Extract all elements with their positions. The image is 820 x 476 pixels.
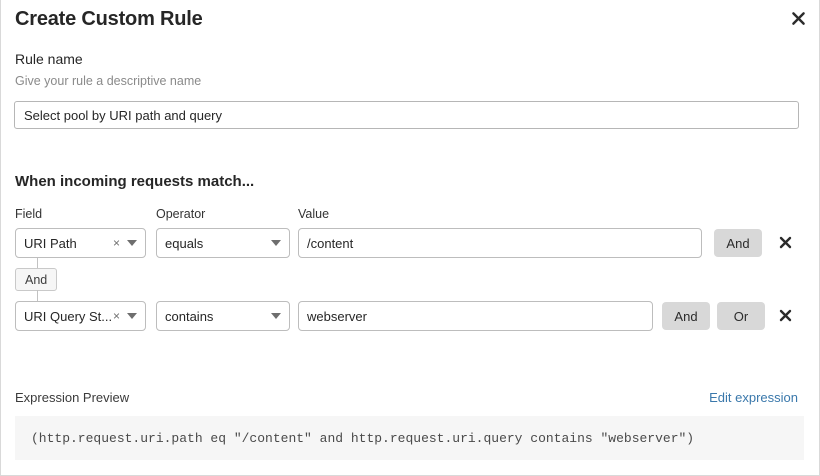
operator-select-1-value: equals	[165, 235, 204, 251]
close-icon	[779, 236, 791, 248]
rule-name-label: Rule name	[15, 51, 83, 67]
field-select-2-icons: ×	[113, 310, 137, 322]
group-connector-line-top	[37, 258, 38, 269]
field-select-2[interactable]: URI Query St... ×	[15, 301, 146, 331]
field-select-1-icons: ×	[113, 237, 137, 249]
edit-expression-link[interactable]: Edit expression	[709, 390, 798, 405]
clear-field-icon[interactable]: ×	[112, 309, 120, 323]
operator-select-2[interactable]: contains	[156, 301, 290, 331]
conditions-heading: When incoming requests match...	[15, 173, 255, 190]
close-icon	[779, 309, 791, 321]
close-icon	[791, 11, 805, 25]
value-input-2[interactable]	[298, 301, 653, 331]
column-label-value: Value	[298, 207, 330, 221]
field-select-1-value: URI Path	[24, 235, 77, 251]
dialog-title: Create Custom Rule	[15, 8, 203, 30]
close-dialog-button[interactable]	[786, 6, 810, 30]
operator-select-1[interactable]: equals	[156, 228, 290, 258]
add-or-condition-button-2[interactable]: Or	[717, 302, 765, 330]
clear-field-icon[interactable]: ×	[112, 236, 120, 250]
rule-name-hint: Give your rule a descriptive name	[15, 74, 202, 88]
add-and-condition-button-2[interactable]: And	[662, 302, 710, 330]
chevron-down-icon[interactable]	[271, 313, 281, 319]
value-input-1[interactable]	[298, 228, 702, 258]
column-label-operator: Operator	[156, 207, 206, 221]
column-label-field: Field	[15, 207, 43, 221]
expression-preview-label: Expression Preview	[15, 390, 130, 405]
remove-condition-button-1[interactable]	[776, 231, 794, 253]
chevron-down-icon[interactable]	[127, 240, 137, 246]
field-select-1[interactable]: URI Path ×	[15, 228, 146, 258]
condition-row: URI Query St... × contains And Or	[1, 301, 819, 331]
add-and-condition-button-1[interactable]: And	[714, 229, 762, 257]
condition-row: URI Path × equals And	[1, 228, 819, 258]
expression-preview-text: (http.request.uri.path eq "/content" and…	[15, 416, 804, 460]
group-connector-line-bottom	[37, 290, 38, 301]
group-logic-and-button[interactable]: And	[15, 268, 58, 291]
field-select-2-value: URI Query St...	[24, 308, 113, 324]
rule-name-input[interactable]	[14, 101, 799, 129]
operator-select-2-value: contains	[165, 308, 214, 324]
remove-condition-button-2[interactable]	[776, 304, 794, 326]
chevron-down-icon[interactable]	[127, 313, 137, 319]
chevron-down-icon[interactable]	[271, 240, 281, 246]
